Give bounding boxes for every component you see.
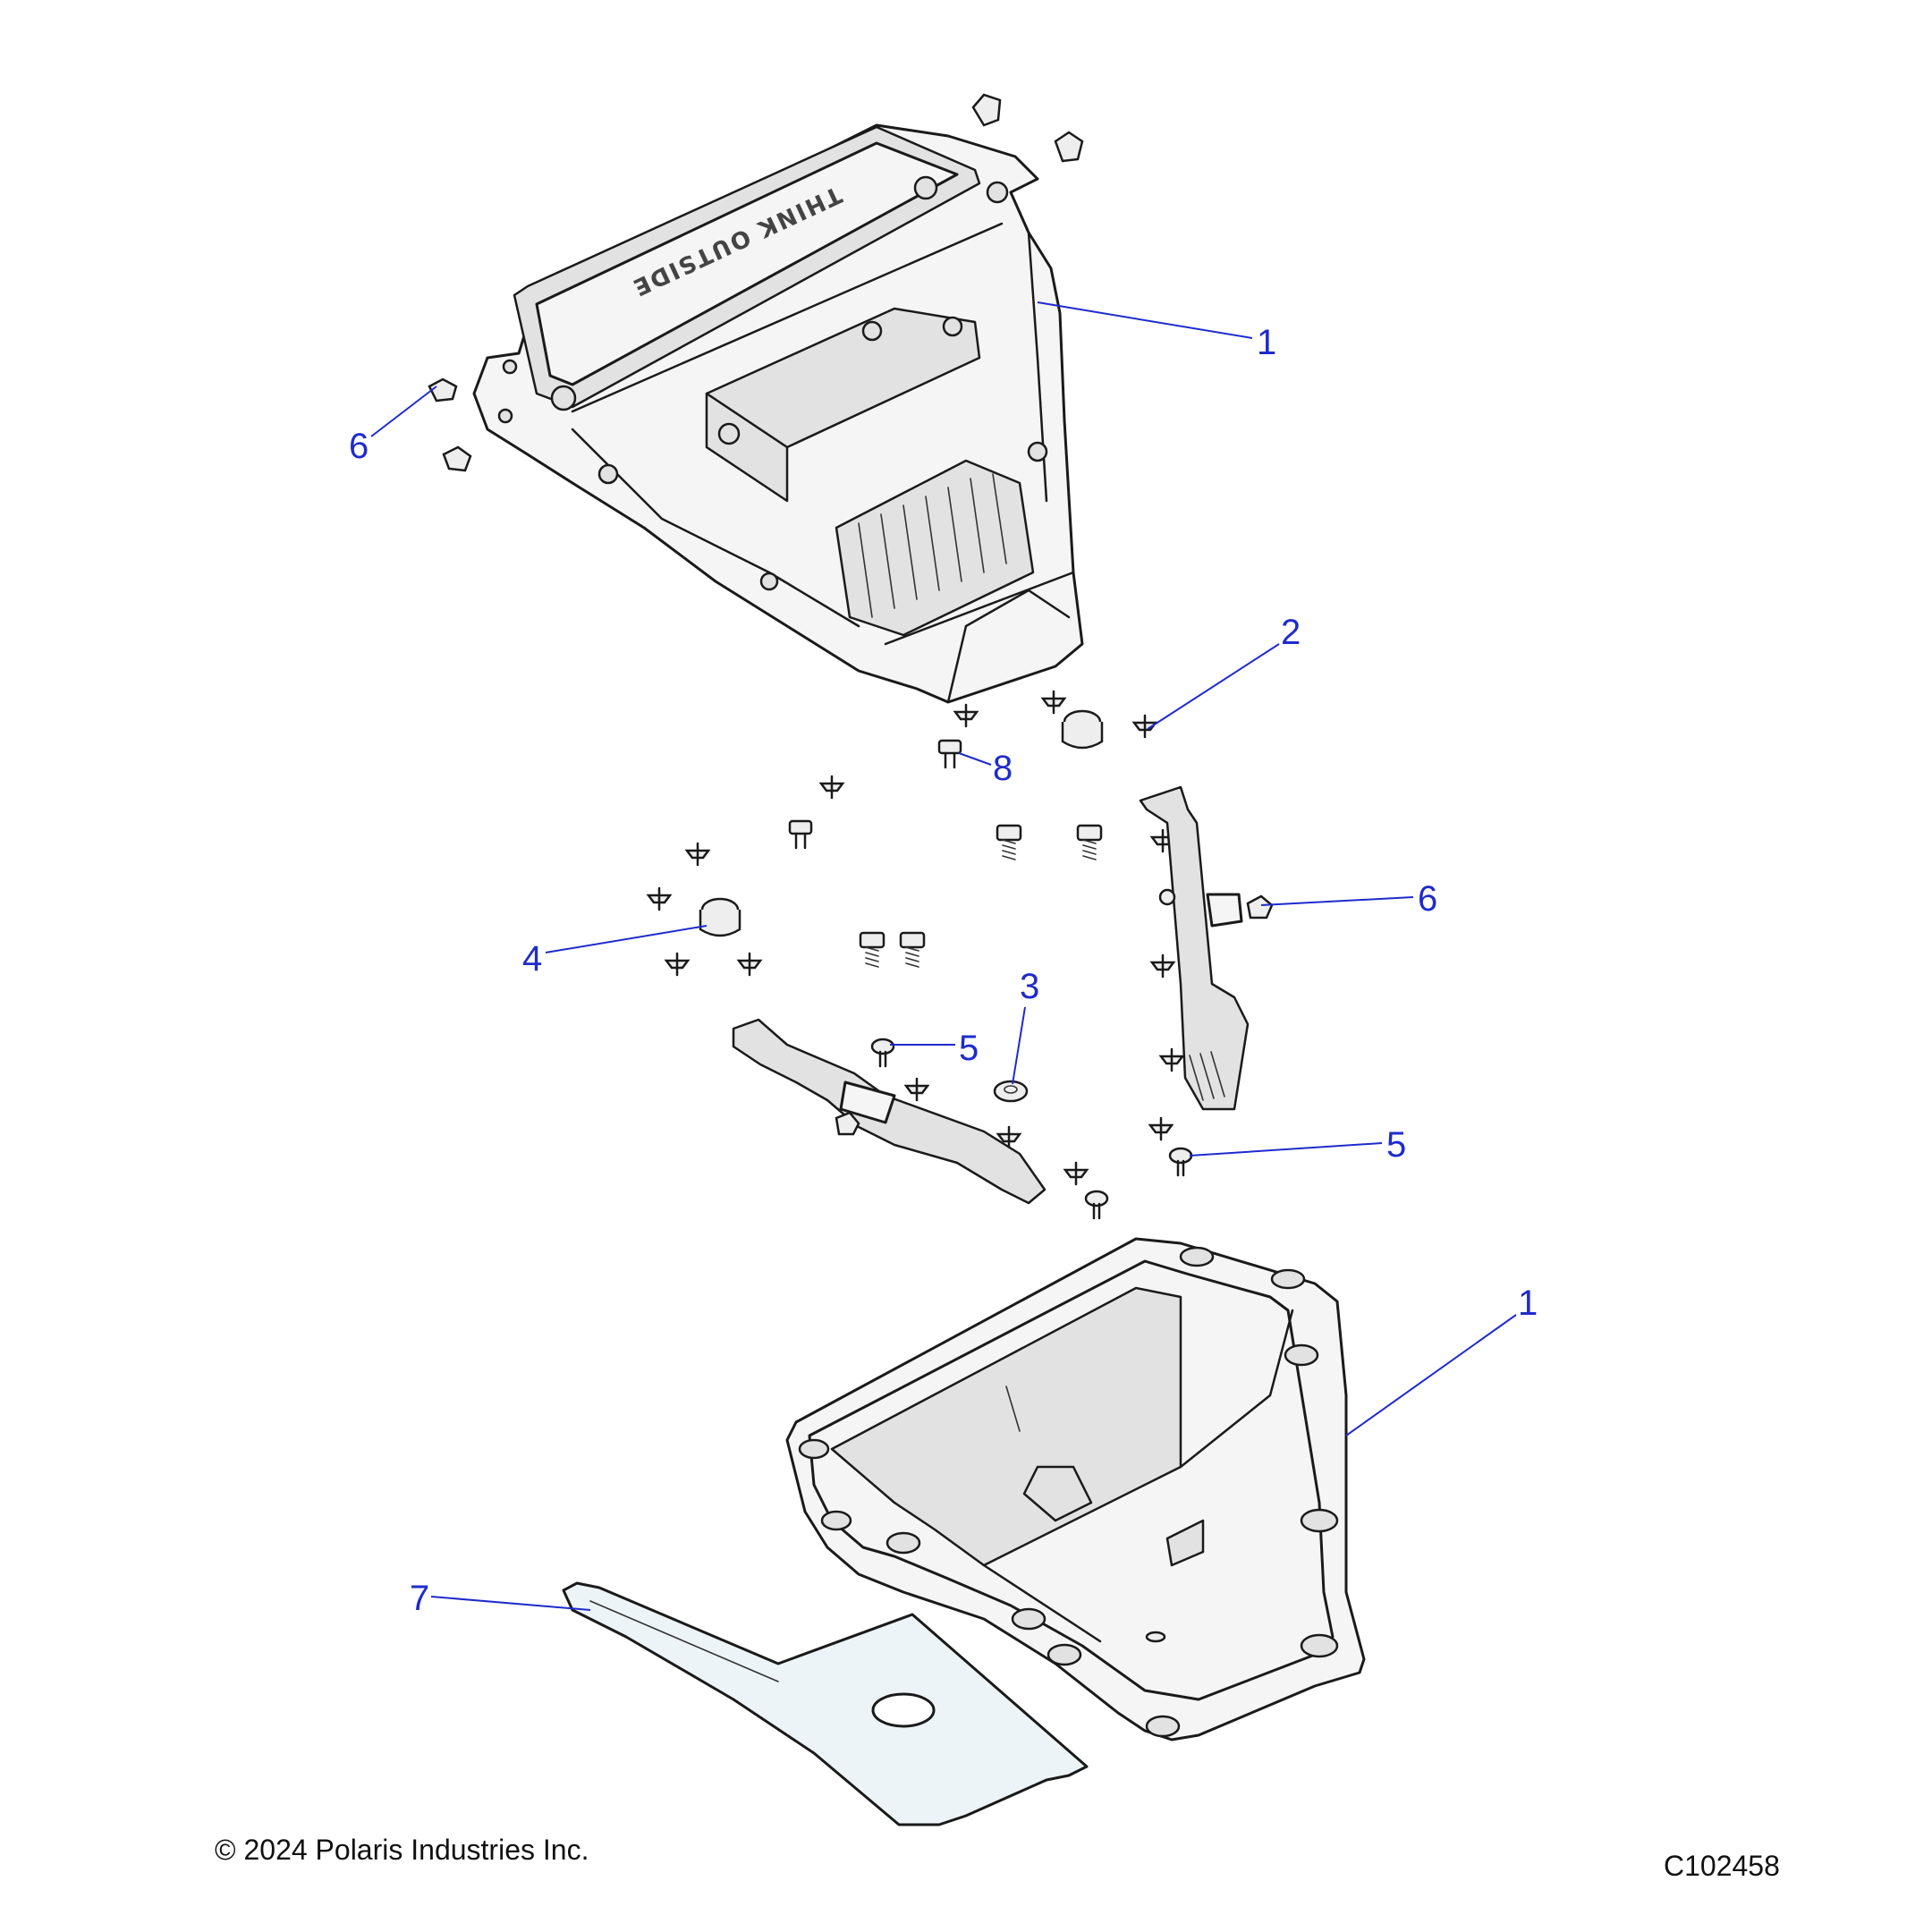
callout-6-right: 6 [1418, 879, 1437, 919]
storage-mat [562, 1581, 1089, 1826]
callout-3: 3 [1020, 967, 1039, 1006]
push-rivets [646, 690, 1185, 1186]
right-mounting-bracket [1139, 785, 1274, 1111]
callout-7: 7 [410, 1579, 429, 1618]
callout-1-upper: 1 [1257, 323, 1276, 362]
left-mounting-bracket [732, 1018, 1046, 1205]
callout-8: 8 [993, 749, 1013, 788]
speed-nut-cluster-top [428, 93, 1084, 472]
callout-4: 4 [522, 939, 542, 979]
lower-bin-bosses [798, 1246, 1339, 1738]
callout-5-left: 5 [959, 1029, 979, 1068]
callout-labels: 1 2 6 8 6 4 3 5 5 1 7 [349, 323, 1538, 1618]
grommets [699, 709, 1104, 937]
flange-nut [993, 1080, 1029, 1103]
callout-1-lower: 1 [1518, 1284, 1538, 1323]
leader-lines [370, 301, 1517, 1611]
callout-5-right: 5 [1386, 1125, 1406, 1165]
copyright-notice: © 2024 Polaris Industries Inc. [215, 1834, 589, 1866]
drawing-number: C102458 [1664, 1850, 1780, 1882]
lower-storage-bin [785, 1237, 1366, 1741]
callout-6-upper: 6 [349, 427, 369, 466]
callout-2: 2 [1281, 613, 1301, 652]
upper-storage-bin: THINK OUTSIDE [472, 123, 1084, 704]
